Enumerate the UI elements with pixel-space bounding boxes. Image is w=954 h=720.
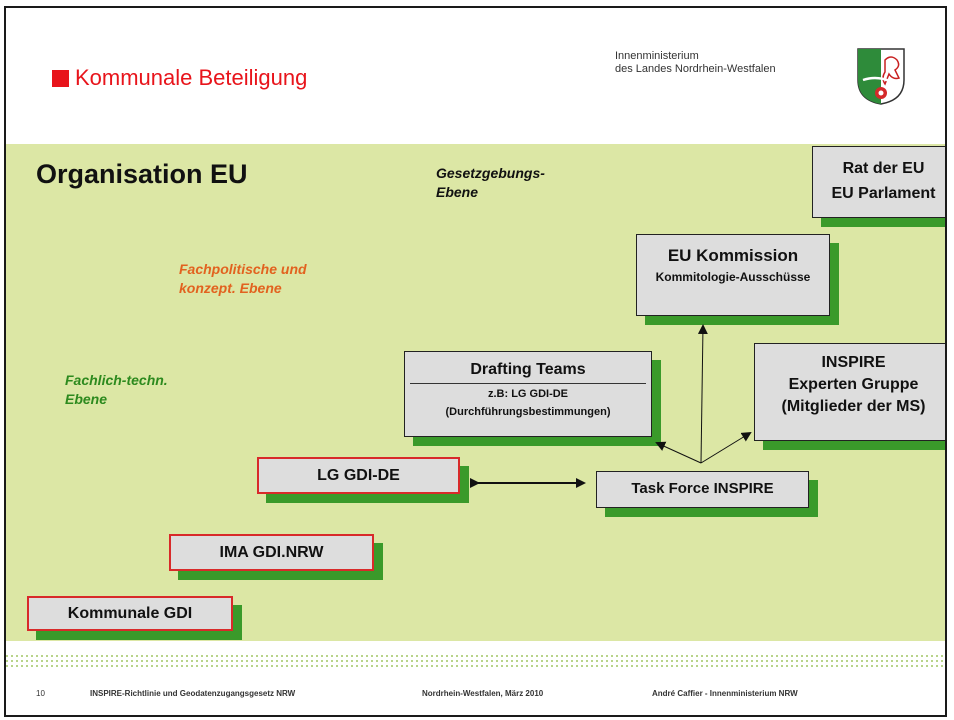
level-label-legislative: Gesetzgebungs- Ebene — [436, 164, 545, 202]
box-drafting-line3: (Durchführungsbestimmungen) — [445, 406, 611, 418]
footer-text-author: André Caffier - Innenministerium NRW — [652, 689, 798, 698]
box-inspire-experten: INSPIRE Experten Gruppe (Mitglieder der … — [754, 343, 945, 441]
ministry-line2: des Landes Nordrhein-Westfalen — [615, 63, 776, 75]
level-label-policy: Fachpolitische und konzept. Ebene — [179, 260, 307, 298]
box-experts-line2: Experten Gruppe — [788, 376, 919, 393]
box-drafting-divider — [410, 383, 646, 384]
level-policy-line2: konzept. Ebene — [179, 280, 282, 296]
footer-page-number: 10 — [36, 689, 45, 698]
arrow-to-drafting — [655, 441, 702, 464]
red-square-bullet-icon — [52, 69, 69, 87]
box-ima-gdi-nrw: IMA GDI.NRW — [169, 534, 374, 571]
box-rat-der-eu: Rat der EU EU Parlament — [812, 146, 945, 218]
box-drafting-teams: Drafting Teams z.B: LG GDI-DE (Durchführ… — [404, 351, 652, 437]
box-rat-line1: Rat der EU — [842, 160, 925, 177]
dotted-divider — [6, 655, 945, 667]
slide: Kommunale Beteiligung Innenministerium d… — [4, 6, 947, 717]
ministry-label: Innenministerium des Landes Nordrhein-We… — [615, 50, 776, 76]
slide-title: Kommunale Beteiligung — [75, 65, 308, 90]
level-legislative-line2: Ebene — [436, 184, 479, 200]
box-drafting-line2: z.B: LG GDI-DE — [487, 388, 569, 400]
box-drafting-line1: Drafting Teams — [470, 361, 586, 378]
box-task-force: Task Force INSPIRE — [596, 471, 809, 508]
diagram-heading: Organisation EU — [36, 159, 248, 189]
box-eu-kommission: EU Kommission Kommitologie-Ausschüsse — [636, 234, 830, 316]
arrow-to-experts — [700, 431, 752, 464]
box-lg-gdi-de: LG GDI-DE — [257, 457, 460, 494]
box-kommunale-gdi: Kommunale GDI — [27, 596, 233, 631]
box-experts-line1: INSPIRE — [821, 354, 886, 371]
ministry-line1: Innenministerium — [615, 50, 699, 62]
slide-title-row: Kommunale Beteiligung — [52, 65, 307, 91]
box-rat-line2: EU Parlament — [831, 185, 936, 202]
level-technical-line1: Fachlich-techn. — [65, 372, 168, 388]
level-legislative-line1: Gesetzgebungs- — [436, 165, 545, 181]
footer-text-title: INSPIRE-Richtlinie und Geodatenzugangsge… — [90, 689, 296, 698]
footer-text-date: Nordrhein-Westfalen, März 2010 — [422, 689, 544, 698]
box-kommission-line1: EU Kommission — [667, 246, 799, 265]
box-experts-line3: (Mitglieder der MS) — [781, 398, 926, 415]
level-label-technical: Fachlich-techn. Ebene — [65, 371, 168, 409]
level-policy-line1: Fachpolitische und — [179, 261, 307, 277]
nrw-coat-of-arms-icon — [857, 48, 905, 105]
connector-arrows — [470, 324, 752, 488]
arrow-to-kommission — [697, 324, 708, 464]
level-technical-line2: Ebene — [65, 391, 108, 407]
box-kommission-line2: Kommitologie-Ausschüsse — [655, 270, 811, 284]
